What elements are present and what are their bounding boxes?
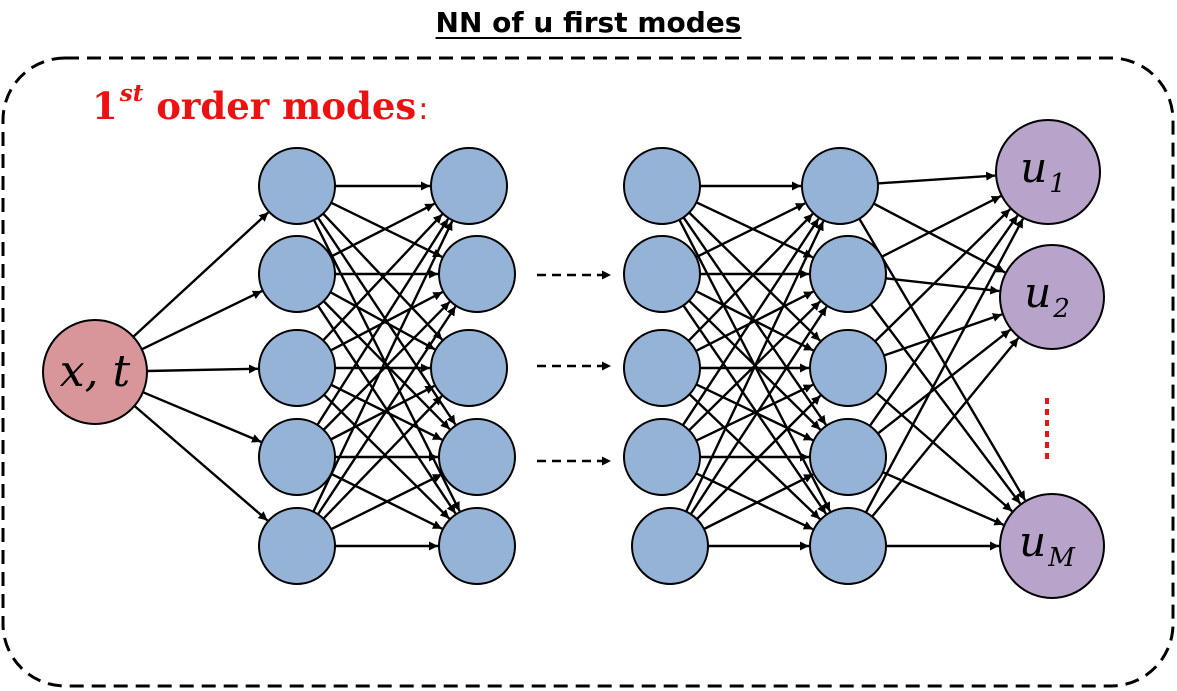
hidden-connection-arrow <box>695 201 814 259</box>
hidden-neuron <box>809 329 887 407</box>
hidden-connection-arrow <box>685 220 825 513</box>
input-connection-arrow <box>141 289 263 351</box>
hidden-connection-arrow <box>687 213 814 342</box>
hidden-neuron <box>438 507 516 585</box>
input-connection-arrow <box>146 364 259 374</box>
hidden-neuron <box>809 418 887 496</box>
input-node <box>42 319 148 425</box>
dashed-boundary <box>1 56 1175 688</box>
hidden-connection-arrow <box>316 218 450 426</box>
output-connection-arrow <box>869 303 1022 505</box>
hidden-neuron <box>631 507 709 585</box>
hidden-connection-arrow <box>695 472 814 531</box>
nodes-group: x, t u1 u2 uM <box>42 119 1105 599</box>
output-connection-arrow <box>877 328 1012 435</box>
heading-ordinal-suffix: st <box>119 80 144 107</box>
hidden-neuron <box>438 418 516 496</box>
input-connection-arrow <box>132 211 270 338</box>
hidden-connection-arrow <box>695 290 814 352</box>
output-node-label: u1 <box>1020 143 1066 199</box>
output-connection-arrow <box>882 471 1004 526</box>
hidden-connection-arrow <box>312 220 454 513</box>
hidden-neuron <box>809 507 887 585</box>
hidden-neuron <box>258 235 336 313</box>
output-node <box>999 493 1105 599</box>
ellipsis-dot <box>1045 420 1049 426</box>
hidden-connection-arrow <box>322 300 451 431</box>
hidden-neuron <box>258 418 336 496</box>
hidden-neuron <box>258 329 336 407</box>
ellipsis-dot <box>1045 409 1049 415</box>
hidden-connection-arrow <box>688 211 821 342</box>
input-node-label: x, t <box>60 346 131 397</box>
hidden-connection-arrow <box>330 201 443 258</box>
output-connection-arrow <box>885 277 1000 295</box>
input-connection-arrow <box>133 404 269 522</box>
annotations-group <box>1045 398 1049 459</box>
ellipsis-dot <box>1045 431 1049 437</box>
hidden-neuron <box>438 235 516 313</box>
hidden-connection-arrow <box>330 384 435 441</box>
output-node <box>999 244 1105 350</box>
output-node-label: uM <box>1019 517 1076 573</box>
ellipsis-dot <box>1045 453 1049 459</box>
hidden-connection-arrow <box>695 383 814 442</box>
hidden-connection-arrow <box>330 291 443 352</box>
output-node-label: u2 <box>1024 268 1070 324</box>
diagram-title: NN of u first modes <box>0 6 1177 39</box>
output-connection-arrow <box>881 195 1002 258</box>
output-node <box>995 119 1101 225</box>
hidden-connection-arrow <box>696 394 822 520</box>
ellipsis-dot <box>1045 398 1049 404</box>
heading-colon: : <box>418 92 429 127</box>
hidden-connection-arrow <box>695 202 806 259</box>
hidden-connection-arrow <box>689 305 828 515</box>
hidden-neuron <box>623 147 701 225</box>
hidden-connection-arrow <box>322 395 443 520</box>
input-connection-arrow <box>142 391 262 444</box>
heading-text: order modes <box>156 84 417 128</box>
output-connection-arrow <box>883 313 1003 357</box>
output-connection-arrow <box>871 337 1020 518</box>
hidden-neuron <box>809 235 887 313</box>
hidden-neuron <box>623 418 701 496</box>
output-connection-arrow <box>868 214 1019 427</box>
output-ellipsis <box>1045 398 1049 459</box>
hidden-neuron <box>258 147 336 225</box>
output-connection-arrow <box>877 171 996 185</box>
hidden-neuron <box>801 147 879 225</box>
output-connection-arrow <box>875 392 1013 513</box>
hidden-connection-arrow <box>330 202 435 258</box>
hidden-neuron <box>623 235 701 313</box>
hidden-neuron <box>623 329 701 407</box>
connections-group <box>132 171 1027 551</box>
hidden-connection-arrow <box>681 217 820 426</box>
hidden-neuron <box>430 147 508 225</box>
hidden-connection-arrow <box>330 473 443 531</box>
output-connection-arrow <box>873 202 1006 274</box>
heading-ordinal-number: 1 <box>92 84 118 128</box>
hidden-neuron <box>258 507 336 585</box>
hidden-neuron <box>430 329 508 407</box>
diagram-title-text: NN of u first modes <box>435 6 742 39</box>
output-connection-arrow <box>874 208 1011 343</box>
hidden-connection-arrow <box>703 473 814 531</box>
output-connection-arrow <box>858 218 1027 501</box>
section-heading: 1st order modes: <box>92 80 428 128</box>
output-connection-arrow <box>864 218 1025 514</box>
ellipsis-dot <box>1045 442 1049 448</box>
hidden-connection-arrow <box>316 305 457 515</box>
hidden-connection-arrow <box>322 213 444 342</box>
